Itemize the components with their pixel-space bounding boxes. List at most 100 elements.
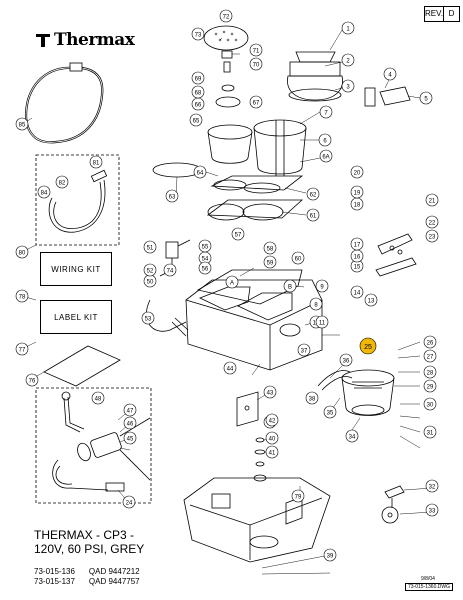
main-body [171, 279, 323, 371]
callout-number: 59 [267, 260, 274, 266]
callout-7[interactable]: 7 [319, 105, 333, 119]
callout-number: 45 [127, 436, 134, 442]
callout-57[interactable]: 57 [231, 227, 245, 241]
callout-37[interactable]: 37 [297, 343, 311, 357]
callout-69[interactable]: 69 [191, 71, 205, 85]
callout-82[interactable]: 82 [55, 175, 69, 189]
callout-29[interactable]: 29 [423, 379, 437, 393]
callout-18[interactable]: 18 [350, 197, 364, 211]
callout-6[interactable]: 6 [318, 133, 332, 147]
callout-26[interactable]: 26 [423, 335, 437, 349]
callout-85[interactable]: 85 [15, 117, 29, 131]
callout-1[interactable]: 1 [341, 21, 355, 35]
callout-71[interactable]: 71 [249, 43, 263, 57]
callout-44[interactable]: 44 [223, 361, 237, 375]
callout-11[interactable]: 11 [315, 315, 329, 329]
tray-62 [210, 175, 304, 194]
cable [145, 299, 187, 332]
callout-47[interactable]: 47 [123, 403, 137, 417]
callout-73[interactable]: 73 [191, 27, 205, 41]
callout-60[interactable]: 60 [291, 251, 305, 265]
callout-51[interactable]: 51 [143, 240, 157, 254]
callout-72[interactable]: 72 [219, 9, 233, 23]
callout-46[interactable]: 46 [123, 416, 137, 430]
pump-detail-box [35, 387, 152, 504]
callout-number: 5 [424, 96, 428, 102]
callout-34[interactable]: 34 [345, 429, 359, 443]
callout-22[interactable]: 22 [425, 215, 439, 229]
callout-13[interactable]: 13 [364, 293, 378, 307]
callout-21[interactable]: 21 [425, 193, 439, 207]
callout-17[interactable]: 17 [350, 237, 364, 251]
highlight-badge[interactable] [359, 337, 377, 355]
wire-harness [48, 179, 106, 233]
callout-52[interactable]: 52 [143, 263, 157, 277]
hose-assembly [25, 62, 104, 144]
label-kit-box: LABEL KIT [40, 300, 112, 334]
callout-40[interactable]: 40 [265, 431, 279, 445]
callout-9[interactable]: 9 [315, 279, 329, 293]
callout-50[interactable]: 50 [143, 274, 157, 288]
callout-39[interactable]: 39 [323, 548, 337, 562]
callout-56[interactable]: 56 [198, 261, 212, 275]
callout-23[interactable]: 23 [425, 229, 439, 243]
callout-55[interactable]: 55 [198, 239, 212, 253]
callout-3[interactable]: 3 [341, 79, 355, 93]
callout-number: 82 [59, 180, 66, 186]
callout-number: 19 [354, 190, 361, 196]
callout-4[interactable]: 4 [383, 67, 397, 81]
callout-30[interactable]: 30 [423, 397, 437, 411]
callout-43[interactable]: 43 [263, 385, 277, 399]
callout-81[interactable]: 81 [89, 155, 103, 169]
callout-48[interactable]: 48 [91, 391, 105, 405]
callout-number: 52 [147, 268, 154, 274]
callout-a[interactable]: A [225, 275, 239, 289]
callout-28[interactable]: 28 [423, 365, 437, 379]
callout-42[interactable]: 42 [265, 413, 279, 427]
callout-19[interactable]: 19 [350, 185, 364, 199]
callout-70[interactable]: 70 [249, 57, 263, 71]
callout-58[interactable]: 58 [263, 241, 277, 255]
callout-16[interactable]: 16 [350, 249, 364, 263]
callout-63[interactable]: 63 [165, 189, 179, 203]
drain-assembly [317, 369, 395, 416]
callout-79[interactable]: 79 [291, 489, 305, 503]
callout-38[interactable]: 38 [305, 391, 319, 405]
callout-number: 64 [197, 170, 204, 176]
callout-59[interactable]: 59 [263, 255, 277, 269]
callout-35[interactable]: 35 [323, 405, 337, 419]
callout-31[interactable]: 31 [423, 425, 437, 439]
callout-67[interactable]: 67 [249, 95, 263, 109]
callout-62[interactable]: 62 [306, 187, 320, 201]
callout-41[interactable]: 41 [265, 445, 279, 459]
callout-number: 72 [223, 14, 230, 20]
callout-32[interactable]: 32 [425, 479, 439, 493]
callout-84[interactable]: 84 [37, 185, 51, 199]
callout-68[interactable]: 68 [191, 85, 205, 99]
callout-b[interactable]: B [283, 279, 297, 293]
callout-64[interactable]: 64 [193, 165, 207, 179]
callout-78[interactable]: 78 [15, 289, 29, 303]
callout-80[interactable]: 80 [15, 245, 29, 259]
callout-33[interactable]: 33 [425, 503, 439, 517]
callout-45[interactable]: 45 [123, 431, 137, 445]
callout-14[interactable]: 14 [350, 285, 364, 299]
callout-65[interactable]: 65 [189, 113, 203, 127]
callout-74[interactable]: 74 [163, 263, 177, 277]
callout-24[interactable]: 24 [122, 495, 136, 509]
callout-2[interactable]: 2 [341, 53, 355, 67]
callout-36[interactable]: 36 [339, 353, 353, 367]
callout-20[interactable]: 20 [350, 165, 364, 179]
callout-77[interactable]: 77 [15, 342, 29, 356]
callout-76[interactable]: 76 [25, 373, 39, 387]
callout-66[interactable]: 66 [191, 97, 205, 111]
callout-6a[interactable]: 6A [319, 149, 333, 163]
callout-8[interactable]: 8 [309, 297, 323, 311]
callout-number: 66 [195, 102, 202, 108]
callout-5[interactable]: 5 [419, 91, 433, 105]
tray-61 [206, 199, 304, 221]
callout-61[interactable]: 61 [306, 208, 320, 222]
callout-27[interactable]: 27 [423, 349, 437, 363]
highlight-label[interactable]: 25 [364, 344, 372, 351]
callout-53[interactable]: 53 [141, 311, 155, 325]
